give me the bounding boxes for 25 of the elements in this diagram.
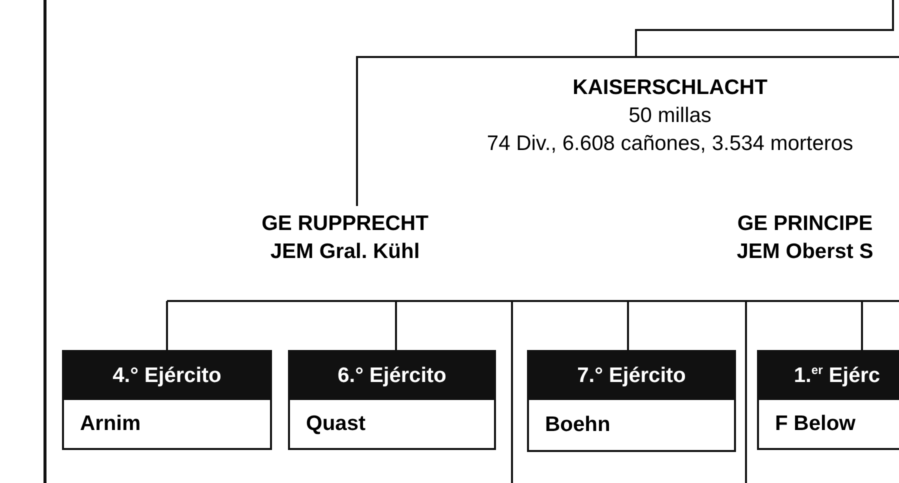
group-title: GE PRINCIPE <box>737 211 873 237</box>
group-detail: 50 millas <box>628 103 712 129</box>
army-box <box>288 350 496 450</box>
army-header: 4.° Ejército <box>64 352 270 400</box>
army-header: 1.$^{er}$ Ejérc <box>759 352 899 400</box>
group-title: KAISERSCHLACHT <box>572 75 768 101</box>
group-detail: JEM Gral. Kühl <box>270 239 420 265</box>
army-box <box>62 350 272 450</box>
commander-name: F Below <box>774 411 857 438</box>
connector-line <box>356 56 899 206</box>
connector-line <box>166 301 168 350</box>
army-header: 7.° Ejército <box>529 352 734 400</box>
army-box <box>757 350 899 450</box>
commander-name: Arnim <box>79 411 142 438</box>
group-title: GE RUPPRECHT <box>262 211 428 237</box>
connector-line <box>861 301 863 350</box>
group-detail: 74 Div., 6.608 cañones, 3.534 morteros <box>486 131 854 157</box>
army-box <box>527 350 736 452</box>
group-detail: JEM Oberst S <box>736 239 874 265</box>
connector-line <box>395 301 397 350</box>
army-header: 6.° Ejército <box>290 352 494 400</box>
commander-name: Quast <box>305 411 367 438</box>
connector-line <box>635 0 894 57</box>
connector-line <box>627 301 629 350</box>
commander-name: Boehn <box>544 412 612 438</box>
